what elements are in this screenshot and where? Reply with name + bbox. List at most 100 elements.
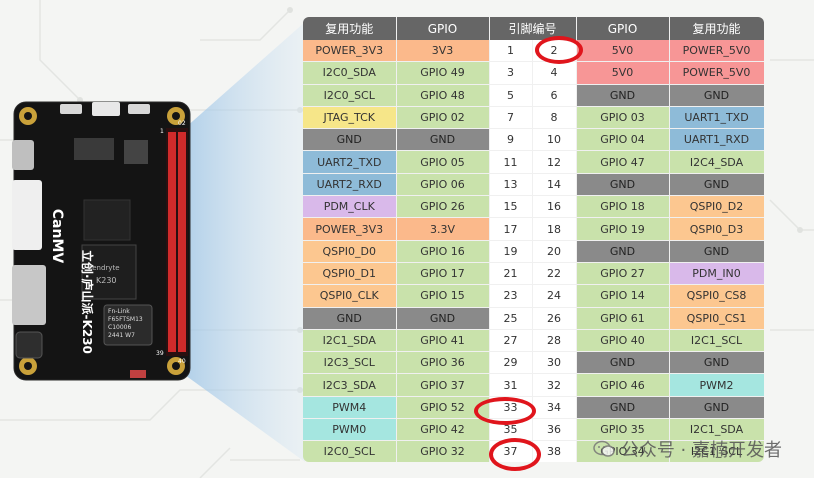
module-line-1: Fn-Link xyxy=(108,308,130,315)
pin-even-cell: 14 xyxy=(532,173,577,197)
right-function-cell: PWM2 xyxy=(669,373,764,397)
left-gpio-cell: 3V3 xyxy=(396,40,490,63)
header-bottom-label: 40 xyxy=(178,358,186,365)
left-function-cell: JTAG_TCK xyxy=(303,106,397,130)
right-function-cell: I2C1_SCL xyxy=(669,440,764,462)
pin-even-cell: 26 xyxy=(532,307,577,330)
left-gpio-cell: GPIO 32 xyxy=(396,440,490,462)
left-gpio-cell: GPIO 02 xyxy=(396,106,490,130)
pin-odd-cell: 21 xyxy=(489,262,533,286)
left-function-cell: UART2_TXD xyxy=(303,150,397,174)
board-brand-label: CanMV xyxy=(49,208,66,264)
right-gpio-cell: 5V0 xyxy=(576,61,670,85)
right-gpio-cell: GPIO 18 xyxy=(576,195,670,219)
right-gpio-cell: GND xyxy=(576,240,670,263)
right-gpio-cell: GND xyxy=(576,351,670,375)
left-gpio-cell: GPIO 15 xyxy=(396,284,490,308)
left-gpio-cell: GPIO 42 xyxy=(396,418,490,442)
chip-brand-label: Kendryte xyxy=(88,264,120,272)
pin-even-cell: 24 xyxy=(532,284,577,308)
right-function-cell: UART1_RXD xyxy=(669,128,764,152)
right-function-cell: POWER_5V0 xyxy=(669,40,764,63)
pin-odd-cell: 5 xyxy=(489,84,533,107)
right-function-cell: I2C1_SDA xyxy=(669,418,764,442)
header-top-label: 02 xyxy=(178,120,186,127)
module-line-4: 2441 W7 xyxy=(108,332,135,339)
pin-marker-1: 1 xyxy=(160,128,164,135)
pin-odd-cell: 15 xyxy=(489,195,533,219)
left-gpio-cell: GPIO 52 xyxy=(396,396,490,420)
left-function-cell: I2C0_SCL xyxy=(303,84,397,107)
left-function-cell: I2C3_SCL xyxy=(303,351,397,375)
right-gpio-cell: GPIO 61 xyxy=(576,307,670,330)
right-gpio-cell: GPIO 40 xyxy=(576,329,670,353)
right-gpio-cell: GND xyxy=(576,396,670,420)
left-function-cell: QSPI0_D0 xyxy=(303,240,397,263)
left-gpio-cell: GPIO 48 xyxy=(396,84,490,107)
pin-even-cell: 34 xyxy=(532,396,577,420)
left-function-cell: GND xyxy=(303,128,397,152)
pin-odd-cell: 13 xyxy=(489,173,533,197)
pin-even-cell: 16 xyxy=(532,195,577,219)
pin-even-cell: 6 xyxy=(532,84,577,107)
header-pin-number: 引脚编号 xyxy=(489,17,577,40)
right-function-cell: GND xyxy=(669,173,764,197)
right-gpio-cell: GPIO 27 xyxy=(576,262,670,286)
pin-even-cell: 8 xyxy=(532,106,577,130)
left-function-cell: QSPI0_D1 xyxy=(303,262,397,286)
pin-even-cell: 38 xyxy=(532,440,577,462)
left-gpio-cell: GND xyxy=(396,128,490,152)
left-function-cell: I2C1_SDA xyxy=(303,329,397,353)
module-line-2: F65FTSM13 xyxy=(108,316,143,323)
left-gpio-cell: 3.3V xyxy=(396,217,490,241)
right-gpio-cell: GPIO 14 xyxy=(576,284,670,308)
left-gpio-cell: GPIO 37 xyxy=(396,373,490,397)
wechat-icon xyxy=(593,440,615,457)
pin-odd-cell: 11 xyxy=(489,150,533,174)
right-function-cell: PDM_IN0 xyxy=(669,262,764,286)
right-function-cell: GND xyxy=(669,351,764,375)
pin-even-cell: 20 xyxy=(532,240,577,263)
pin-odd-cell: 19 xyxy=(489,240,533,263)
highlight-circle-pin-39 xyxy=(489,438,541,471)
pin-marker-39: 39 xyxy=(156,350,164,357)
watermark-text: 公众号 · 嘉楠开发者 xyxy=(620,440,782,461)
right-gpio-cell: GPIO 19 xyxy=(576,217,670,241)
highlight-circle-pin-2 xyxy=(535,36,583,64)
pin-odd-cell: 23 xyxy=(489,284,533,308)
left-function-cell: POWER_3V3 xyxy=(303,217,397,241)
pin-even-cell: 12 xyxy=(532,150,577,174)
right-function-cell: UART1_TXD xyxy=(669,106,764,130)
left-gpio-cell: GPIO 16 xyxy=(396,240,490,263)
right-gpio-cell: GND xyxy=(576,84,670,107)
pin-odd-cell: 1 xyxy=(489,40,533,63)
right-gpio-cell: GPIO 04 xyxy=(576,128,670,152)
right-function-cell: I2C1_SCL xyxy=(669,329,764,353)
pin-even-cell: 18 xyxy=(532,217,577,241)
pin-even-cell: 36 xyxy=(532,418,577,442)
right-gpio-cell: GND xyxy=(576,173,670,197)
left-gpio-cell: GPIO 49 xyxy=(396,61,490,85)
header-left-function: 复用功能 xyxy=(303,17,397,40)
right-gpio-cell: GPIO 03 xyxy=(576,106,670,130)
left-function-cell: GND xyxy=(303,307,397,330)
pin-even-cell: 32 xyxy=(532,373,577,397)
pin-odd-cell: 31 xyxy=(489,373,533,397)
module-line-3: C10006 xyxy=(108,324,132,331)
